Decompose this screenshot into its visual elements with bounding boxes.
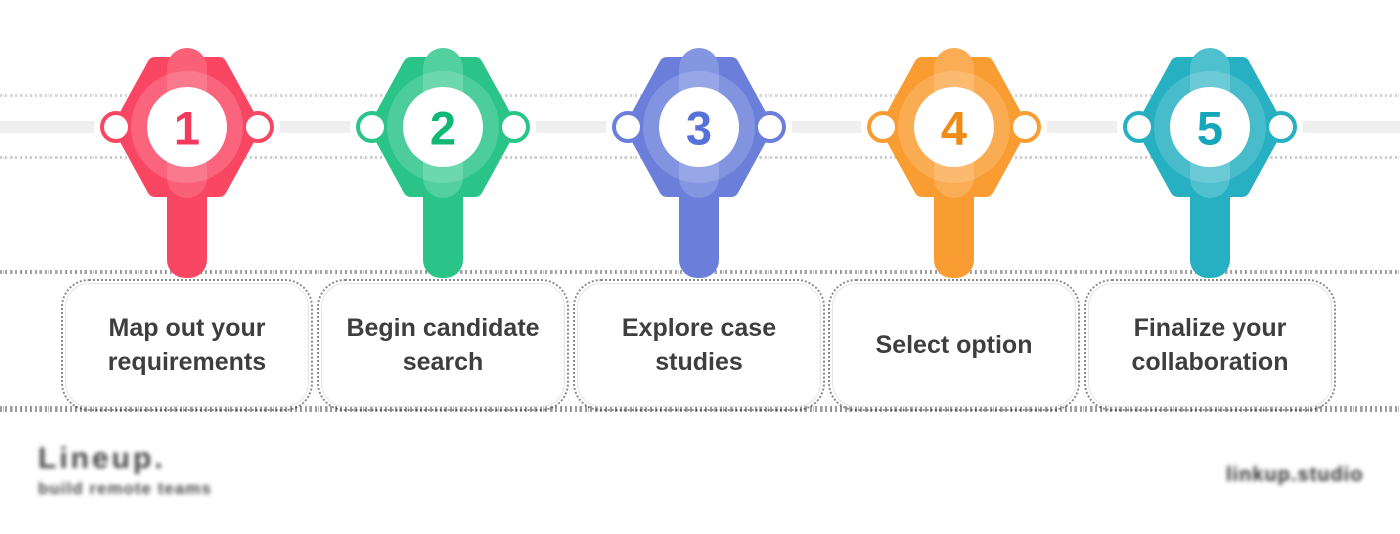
step-3: 3 Explore case studies (571, 0, 827, 534)
watermark-text: linkup.studio (1226, 464, 1364, 486)
step-5-label: Finalize your collaboration (1131, 313, 1289, 377)
step-number: 4 (941, 102, 967, 155)
step-number: 1 (174, 102, 200, 155)
step-2-card: Begin candidate search (317, 279, 569, 411)
step-1: 1 Map out your requirements (59, 0, 315, 534)
brand-logo: Lineup. build remote teams (38, 442, 212, 499)
step-number: 2 (430, 102, 456, 155)
step-1-marker: 1 (94, 48, 280, 278)
step-5-marker: 5 (1117, 48, 1303, 278)
marker-left-dot (1127, 115, 1151, 139)
marker-left-dot (104, 115, 128, 139)
step-1-card: Map out your requirements (61, 279, 313, 411)
marker-right-dot (1013, 115, 1037, 139)
marker-left-dot (616, 115, 640, 139)
marker-right-dot (502, 115, 526, 139)
marker-number-circle (914, 87, 994, 167)
marker-number-circle (403, 87, 483, 167)
marker-right-dot (1269, 115, 1293, 139)
step-2: 2 Begin candidate search (315, 0, 571, 534)
step-5-card: Finalize your collaboration (1084, 279, 1336, 411)
step-1-label: Map out your requirements (107, 313, 267, 377)
step-5: 5 Finalize your collaboration (1082, 0, 1338, 534)
step-4-card: Select option (828, 279, 1080, 411)
step-2-marker: 2 (350, 48, 536, 278)
step-number: 5 (1197, 102, 1223, 155)
marker-left-dot (360, 115, 384, 139)
step-4-label: Select option (875, 330, 1033, 359)
step-number: 3 (686, 102, 712, 155)
step-2-label: Begin candidate search (346, 313, 540, 377)
grain-band (0, 406, 1400, 412)
marker-right-dot (246, 115, 270, 139)
brand-wordmark: Lineup. (38, 442, 166, 475)
marker-number-circle (659, 87, 739, 167)
brand-tagline: build remote teams (38, 479, 212, 498)
step-3-card: Explore case studies (573, 279, 825, 411)
marker-number-circle (1170, 87, 1250, 167)
marker-number-circle (147, 87, 227, 167)
step-4: 4 Select option (826, 0, 1082, 534)
step-3-marker: 3 (606, 48, 792, 278)
step-3-label: Explore case studies (621, 313, 777, 377)
step-4-marker: 4 (861, 48, 1047, 278)
marker-right-dot (758, 115, 782, 139)
marker-left-dot (871, 115, 895, 139)
